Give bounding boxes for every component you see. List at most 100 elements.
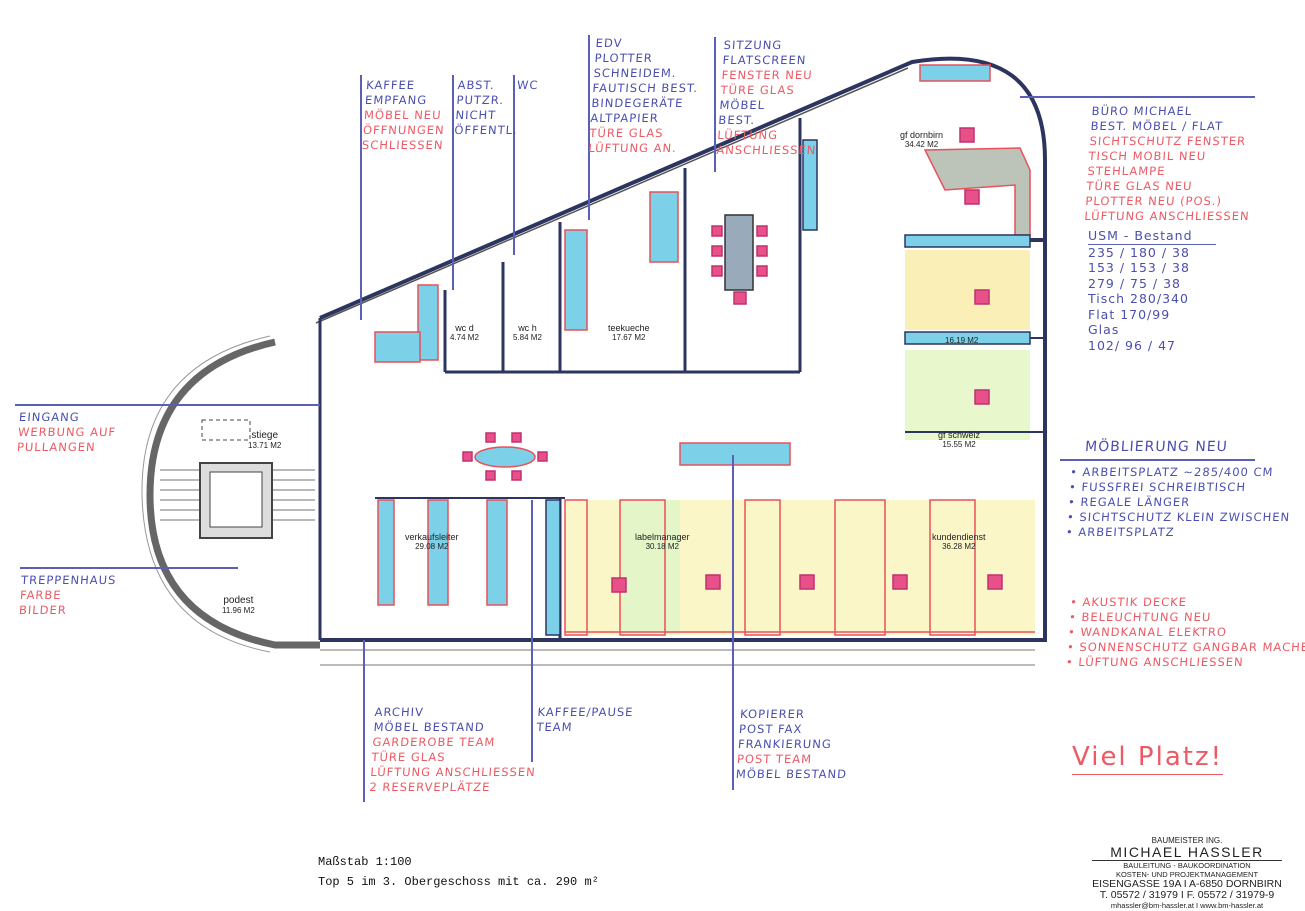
note-line: Putzr. <box>456 93 505 107</box>
note-line: Archiv <box>374 705 425 719</box>
note-line: Abst. <box>457 78 496 92</box>
note-line: Pullangen <box>16 440 97 454</box>
usm-row: Flat 170/99 <box>1088 306 1171 322</box>
leader-line-kaffee <box>360 75 362 320</box>
note-line: Fussfrei Schreibtisch <box>1069 480 1293 495</box>
leader-line-buero <box>1020 96 1255 98</box>
note-edv: EDVPlotterSchneidem.Fautisch best.Bindeg… <box>588 36 702 156</box>
note-line: Lüftung anschliessen <box>1083 209 1251 223</box>
note-line: Post Fax <box>738 722 803 736</box>
note-line: nicht <box>455 108 497 122</box>
note-massnahmen: Akustik DeckeBeleuchtung neuWandkanal El… <box>1065 595 1305 670</box>
note-line: Lüftung anschliessen <box>369 765 537 779</box>
note-line: Akustik Decke <box>1070 595 1305 610</box>
note-line: 2 Reserveplätze <box>368 780 491 794</box>
note-kaffee-pause: Kaffee/PauseTeam <box>536 705 634 735</box>
note-moeblierung-items: Arbeitsplatz ~285/400 cmFussfrei Schreib… <box>1065 465 1293 540</box>
stamp-line1: BAULEITUNG - BAUKOORDINATION <box>1123 861 1251 870</box>
note-line: Werbung auf <box>17 425 117 439</box>
usm-row: 102/ 96 / 47 <box>1088 337 1177 353</box>
furniture <box>374 64 1035 636</box>
room-label-office-16: 16,19 M2 <box>945 336 979 345</box>
note-wc: WC <box>516 78 539 93</box>
note-line: Farbe <box>19 588 63 602</box>
usm-row: 153 / 153 / 38 <box>1088 260 1190 275</box>
plan-description: Top 5 im 3. Obergeschoss mit ca. 290 m² <box>318 875 599 889</box>
note-line: schliessen <box>361 138 444 152</box>
stamp-name: MICHAEL HASSLER <box>1092 845 1282 861</box>
note-archiv: ArchivMöbel BestandGarderobe TeamTüre Gl… <box>369 705 541 795</box>
note-line: Kaffee/Pause <box>537 705 634 719</box>
note-line: Sonnenschutz gangbar machen <box>1066 640 1305 655</box>
note-treppenhaus: TreppenhausFarbeBilder <box>18 573 116 618</box>
note-line: Kopierer <box>739 707 806 721</box>
usm-row: 279 / 75 / 38 <box>1088 275 1181 291</box>
note-line: Stehlampe <box>1087 164 1166 178</box>
note-line: Flatscreen <box>722 53 807 67</box>
note-buero-michael: Büro MichaelBest. Möbel / FlatSichtschut… <box>1084 104 1258 224</box>
note-line: EDV <box>595 36 623 50</box>
note-line: Eingang <box>18 410 81 424</box>
note-line: Plotter neu (Pos.) <box>1084 194 1223 208</box>
note-line: Fautisch best. <box>592 81 699 95</box>
leader-line-treppenhaus <box>20 567 238 569</box>
note-line: Wandkanal Elektro <box>1067 625 1305 640</box>
leader-line-edv <box>588 35 590 220</box>
floor-color-fills <box>565 250 1035 635</box>
scale-label: Maßstab 1:100 <box>318 855 412 869</box>
note-line: Bilder <box>18 603 68 617</box>
architect-stamp: BAUMEISTER ING. MICHAEL HASSLER BAULEITU… <box>1092 836 1282 910</box>
note-line: Türe Glas <box>588 126 665 140</box>
note-line: Lüftung anschliessen <box>1065 655 1305 670</box>
note-line: Kaffee <box>365 78 416 92</box>
usm-row: Glas <box>1088 322 1120 337</box>
note-line: Türe Glas neu <box>1085 179 1193 193</box>
note-line: Fenster neu <box>721 68 814 82</box>
leader-line-kaffee-pause <box>531 500 533 762</box>
stamp-title: BAUMEISTER ING. <box>1151 836 1223 845</box>
note-line: Möbel Bestand <box>373 720 486 734</box>
note-line: Möbel <box>719 98 766 112</box>
usm-row: 235 / 180 / 38 <box>1088 244 1190 260</box>
note-abst-putzraum: Abst.Putzr.nichtöffentl. <box>454 78 521 138</box>
usm-row: Tisch 280/340 <box>1088 291 1189 306</box>
note-line: Treppenhaus <box>20 573 117 587</box>
note-line: Möbel Bestand <box>735 767 848 781</box>
note-line: Sichtschutz Fenster <box>1089 134 1247 148</box>
stamp-address: EISENGASSE 19A I A-6850 DORNBIRN <box>1092 878 1282 890</box>
stamp-web: mhassler@bm-hassler.at I www.bm-hassler.… <box>1110 901 1264 910</box>
note-line: Lüftung <box>716 128 779 142</box>
staircase <box>160 419 315 539</box>
note-line: anschliessen <box>715 143 817 157</box>
note-sitzung: SitzungFlatscreenFenster neuTüre GlasMöb… <box>716 38 824 158</box>
leader-line-sitzung <box>714 37 716 172</box>
note-eingang: EingangWerbung aufPullangen <box>16 410 117 455</box>
note-line: Team <box>536 720 574 734</box>
leader-line-moeblierung <box>1060 459 1255 461</box>
usm-bestand-list: USM - Bestand 235 / 180 / 38 153 / 153 /… <box>1088 228 1216 353</box>
leader-line-archiv <box>363 640 365 802</box>
note-line: Türe Glas <box>720 83 796 97</box>
note-line: Arbeitsplatz ~285/400 cm <box>1070 465 1294 480</box>
note-line: Tisch mobil neu <box>1088 149 1207 163</box>
note-kopierer: KopiererPost FaxFrankierungPost TeamMöbe… <box>735 707 851 782</box>
note-line: Schneidem. <box>593 66 678 80</box>
note-line: Post Team <box>736 752 813 766</box>
stamp-phone: T. 05572 / 31979 I F. 05572 / 31979-9 <box>1099 889 1275 901</box>
building-walls <box>141 56 1047 666</box>
leader-line-abst <box>452 75 454 290</box>
note-line: Arbeitsplatz <box>1065 525 1289 540</box>
note-line: best. <box>717 113 756 127</box>
viel-platz-note: Viel Platz! <box>1072 742 1224 775</box>
note-line: Empfang <box>364 93 428 107</box>
note-line: Türe Glas <box>371 750 447 764</box>
note-line: Beleuchtung neu <box>1069 610 1305 625</box>
